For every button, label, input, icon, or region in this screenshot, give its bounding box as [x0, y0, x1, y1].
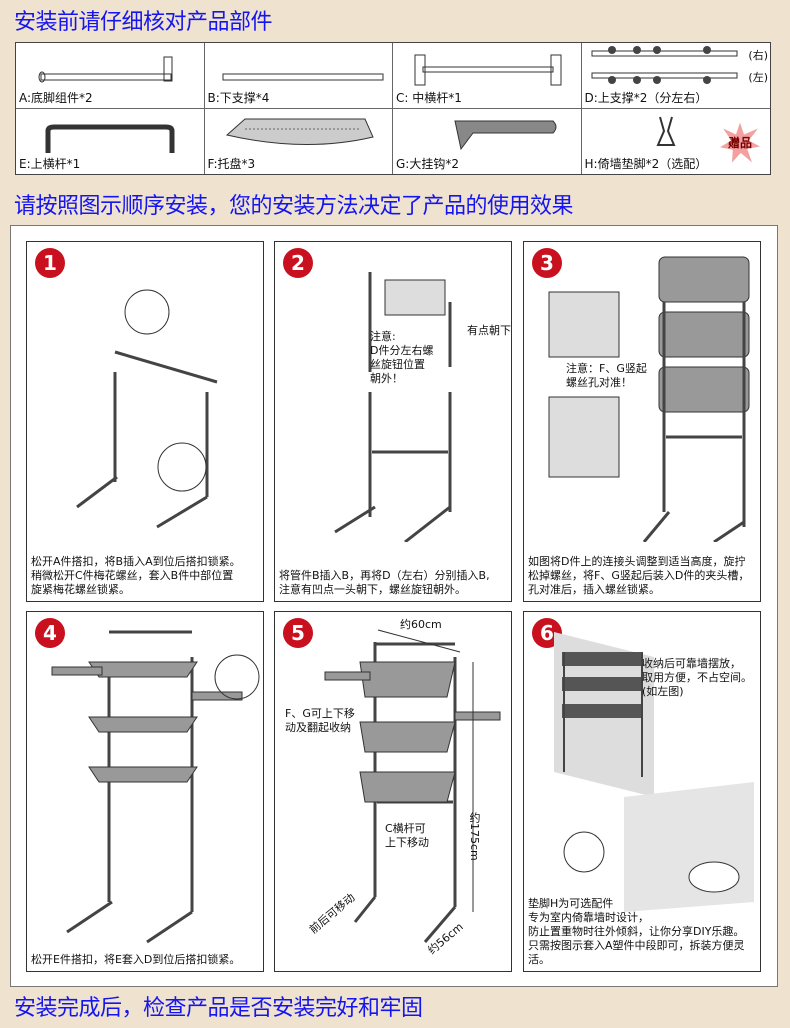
part-e: E:上横杆*1 — [16, 108, 205, 174]
heading-final-check: 安装完成后，检查产品是否安装完好和牢固 — [14, 996, 423, 1021]
part-a: A:底脚组件*2 — [16, 43, 205, 109]
heading-check-parts: 安装前请仔细核对产品部件 — [14, 10, 273, 35]
part-d: (右)(左)D:上支撑*2（分左右） — [581, 43, 770, 109]
part-c: C: 中横杆*1 — [393, 43, 582, 109]
heading-install-order: 请按照图示顺序安装，您的安装方法决定了产品的使用效果 — [14, 194, 574, 219]
part-f: F:托盘*3 — [205, 108, 393, 174]
step-1: 1 松开A件搭扣，将B插入A到位后搭扣锁紧。 稍微松开C件梅花螺丝，套入B件中部… — [26, 241, 264, 602]
step-2: 2 注意: D件分左右螺 丝旋钮位置 朝外！ 有点朝下 将管件B插入B，再将D（… — [274, 241, 512, 602]
part-g: G:大挂钩*2 — [393, 108, 582, 174]
part-b: B:下支撑*4 — [204, 43, 393, 109]
step-3: 3 注意：F、G竖起 螺丝孔对准！ 如图将D件上的连接头调整到适当高度，旋拧 松… — [523, 241, 761, 602]
instructions-panel: 1 松开A件搭扣，将B插入A到位后搭扣锁紧。 稍微松开C件梅花螺丝，套入B件中部… — [10, 225, 778, 987]
step-5: 5 约60cm 约175cm F、G可上下移 动及翻起收纳 C横杆可 上下移动 … — [274, 611, 512, 972]
step-6: 6 收纳后可靠墙摆放， 取用方便，不占空间。 (如左图) 垫脚H为可选配件 专为… — [523, 611, 761, 972]
step-4: 4 松开E件搭扣，将E套入D到位后搭扣锁紧。 — [26, 611, 264, 972]
parts-table: A:底脚组件*2 B:下支撑*4 C: 中横杆*1 (右)(左)D:上支撑*2（… — [15, 42, 771, 175]
